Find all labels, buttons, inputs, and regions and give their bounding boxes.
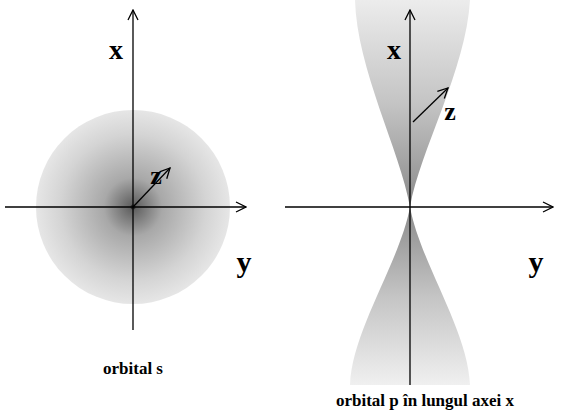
y-axis	[285, 206, 553, 207]
axis-label: z	[442, 99, 458, 125]
axis-label: y	[527, 247, 546, 277]
p-orbital-lobe	[355, 0, 470, 207]
z-axis	[413, 88, 448, 122]
axis-label: x	[107, 36, 125, 64]
y-axis	[5, 206, 246, 207]
axis-label: z	[148, 163, 164, 189]
x-axis	[132, 10, 133, 330]
caption-label: orbital s	[101, 360, 165, 377]
axis-label: x	[385, 36, 403, 64]
x-axis	[409, 10, 410, 385]
caption-label: orbital p în lungul axei x	[334, 392, 516, 409]
axis-label: y	[235, 247, 254, 277]
